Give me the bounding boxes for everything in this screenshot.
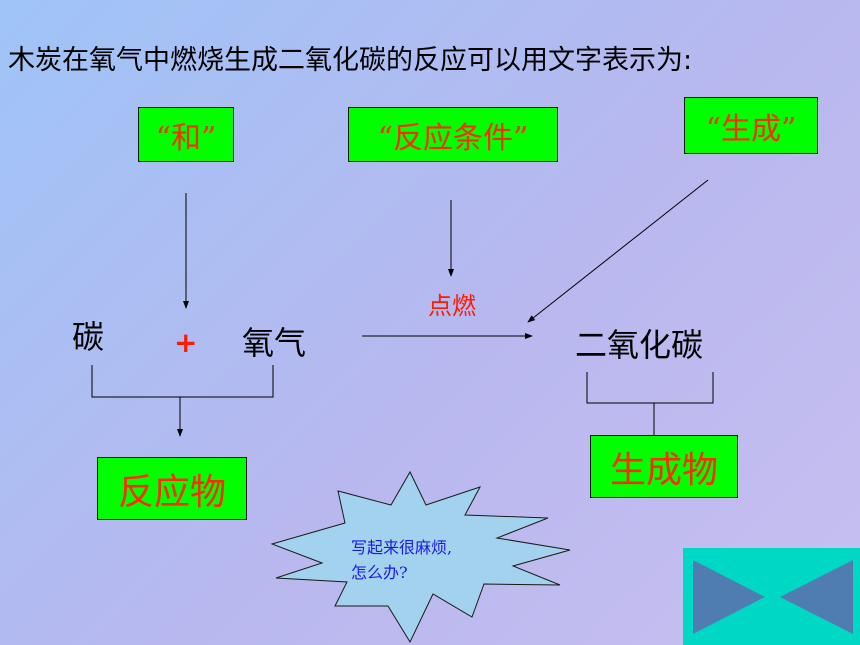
label-box-products: 生成物 [590, 435, 738, 498]
plus-sign: + [174, 326, 198, 359]
label-box-he: “和” [138, 107, 234, 162]
label-box-reactants: 反应物 [97, 457, 247, 520]
callout-text: 写起来很麻烦, 怎么办? [351, 535, 452, 585]
label-box-condition: “反应条件” [348, 107, 558, 162]
reactant-bracket [91, 365, 274, 398]
callout-line-1: 写起来很麻烦, [351, 538, 453, 557]
product-co2: 二氧化碳 [575, 326, 704, 364]
reactant-oxygen: 氧气 [242, 324, 307, 362]
label-box-generate: “生成” [684, 97, 818, 154]
arrow-generate-to-equation [527, 179, 709, 323]
prev-arrow-icon[interactable] [780, 560, 853, 634]
product-bracket [586, 372, 714, 404]
reaction-condition-label: 点燃 [428, 292, 476, 320]
callout-line-2: 怎么办? [351, 563, 408, 582]
page-title: 木炭在氧气中燃烧生成二氧化碳的反应可以用文字表示为: [8, 45, 693, 76]
prev-next-arrows-icon [683, 548, 860, 645]
slide-nav-button[interactable] [683, 548, 860, 645]
starburst-callout-icon [270, 470, 571, 644]
reactant-carbon: 碳 [72, 318, 105, 356]
next-arrow-icon[interactable] [693, 560, 765, 634]
